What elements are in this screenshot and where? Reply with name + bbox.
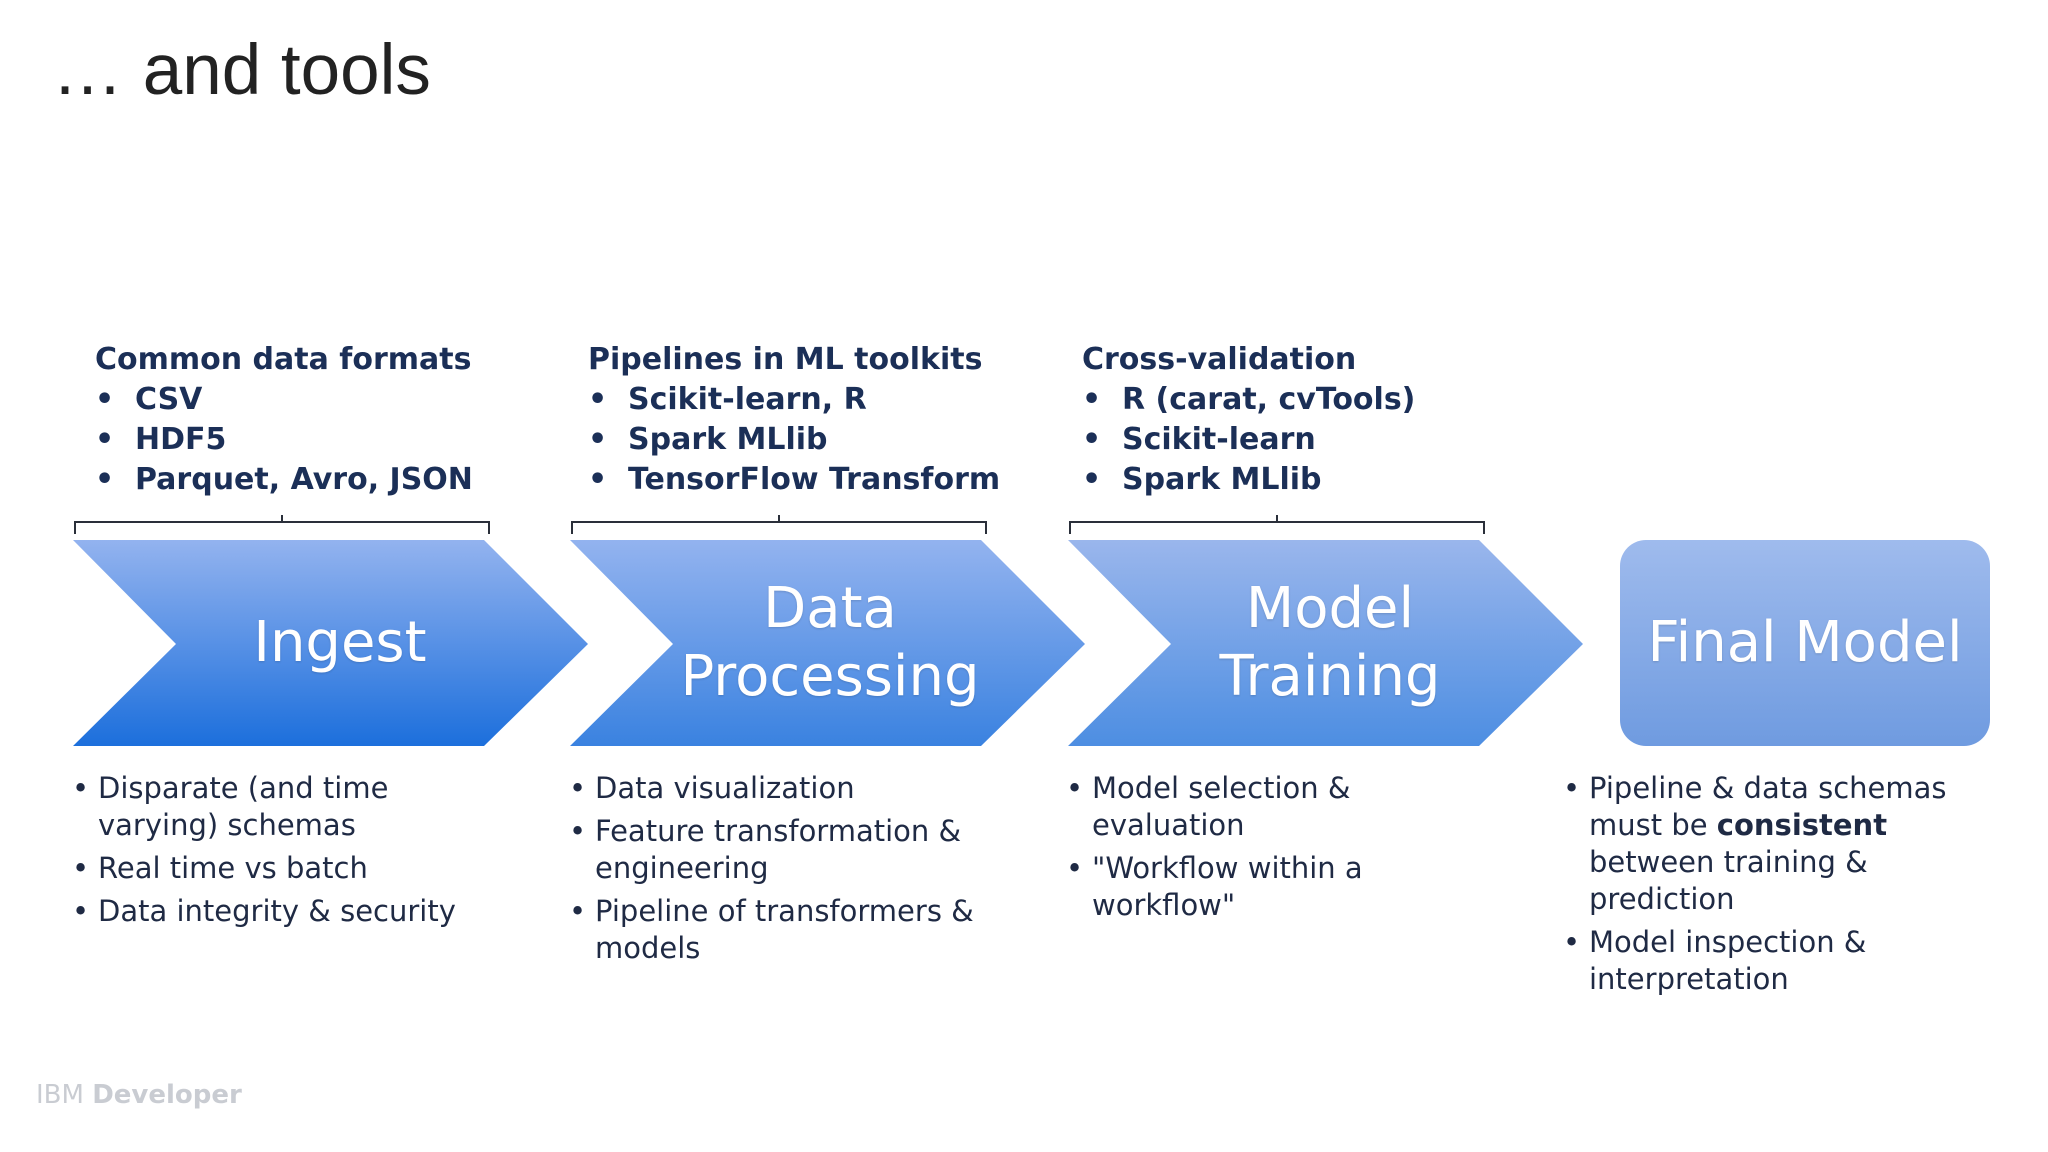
note-item: Data visualization xyxy=(567,770,1007,807)
logo-developer: Developer xyxy=(92,1080,242,1110)
stage-label-line: Data xyxy=(763,576,897,641)
logo-ibm: IBM xyxy=(36,1080,84,1110)
stage-label-line: Training xyxy=(1219,644,1441,709)
tool-group-pipelines: Pipelines in ML toolkits Scikit-learn, R… xyxy=(588,340,1068,500)
slide-title: … and tools xyxy=(52,31,431,110)
tool-item: R (carat, cvTools) xyxy=(1082,380,1562,420)
tool-item: HDF5 xyxy=(95,420,575,460)
stage-label-line: Ingest xyxy=(253,610,427,675)
brace-formats xyxy=(74,515,490,534)
tool-item: Scikit-learn, R xyxy=(588,380,1068,420)
note-item: Disparate (and time varying) schemas xyxy=(70,770,510,844)
brace-pipelines xyxy=(571,515,987,534)
tool-group-formats: Common data formats CSV HDF5 Parquet, Av… xyxy=(95,340,575,500)
tool-item: Scikit-learn xyxy=(1082,420,1562,460)
tool-item: Parquet, Avro, JSON xyxy=(95,460,575,500)
tool-group-heading: Cross-validation xyxy=(1082,342,1357,377)
notes-training: Model selection & evaluation "Workflow w… xyxy=(1064,770,1504,930)
notes-processing: Data visualization Feature transformatio… xyxy=(567,770,1007,973)
note-item: Feature transformation & engineering xyxy=(567,813,1007,887)
note-emphasis: consistent xyxy=(1716,808,1888,842)
notes-ingest: Disparate (and time varying) schemas Rea… xyxy=(70,770,510,936)
note-item: "Workflow within a workflow" xyxy=(1064,850,1504,924)
tool-group-cross-validation: Cross-validation R (carat, cvTools) Scik… xyxy=(1082,340,1562,500)
tool-item: Spark MLlib xyxy=(1082,460,1562,500)
stage-processing-label: Data Processing xyxy=(660,575,1000,711)
stage-final-label: Final Model xyxy=(1620,609,1990,677)
brace-cross-validation xyxy=(1069,515,1485,534)
stage-label-line: Processing xyxy=(680,644,980,709)
note-item: Pipeline of transformers & models xyxy=(567,893,1007,967)
tool-group-heading: Common data formats xyxy=(95,342,472,377)
stage-label-line: Model xyxy=(1245,576,1415,641)
note-text: between training & prediction xyxy=(1589,845,1868,916)
tool-group-heading: Pipelines in ML toolkits xyxy=(588,342,983,377)
tool-item: Spark MLlib xyxy=(588,420,1068,460)
note-item: Real time vs batch xyxy=(70,850,510,887)
stage-training-label: Model Training xyxy=(1160,575,1500,711)
tool-item: TensorFlow Transform xyxy=(588,460,1068,500)
tool-item: CSV xyxy=(95,380,575,420)
note-item: Model inspection & interpretation xyxy=(1561,924,2001,998)
note-text: Pipeline & data schemas must be xyxy=(1589,771,1947,842)
note-item: Data integrity & security xyxy=(70,893,510,930)
stage-label-line: Final Model xyxy=(1647,610,1963,675)
note-item: Model selection & evaluation xyxy=(1064,770,1504,844)
note-item: Pipeline & data schemas must be consiste… xyxy=(1561,770,2001,918)
ibm-developer-logo: IBM Developer xyxy=(36,1080,242,1110)
notes-final: Pipeline & data schemas must be consiste… xyxy=(1561,770,2001,1004)
stage-ingest-label: Ingest xyxy=(200,609,480,677)
